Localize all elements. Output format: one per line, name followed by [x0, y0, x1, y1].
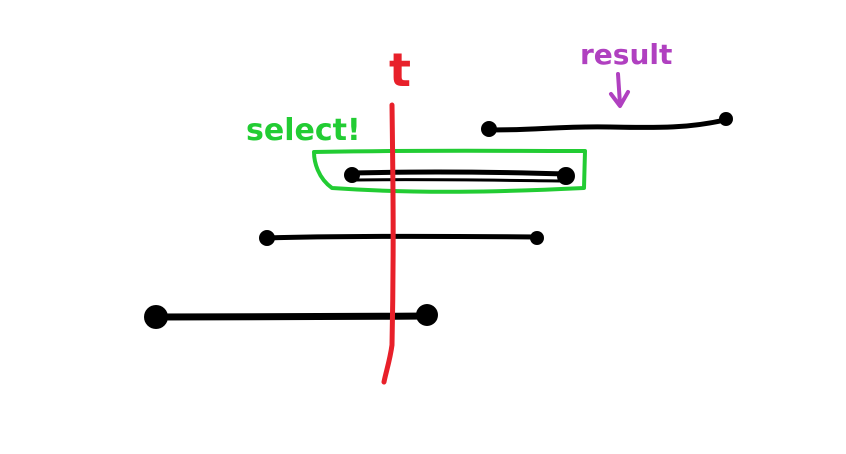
interval-start-dot — [481, 121, 497, 137]
result-label: result — [580, 38, 672, 71]
interval-line — [487, 117, 728, 133]
interval-line — [349, 169, 569, 177]
arrow-down-icon — [609, 72, 630, 108]
interval-result — [481, 112, 733, 137]
select-box — [312, 148, 587, 194]
interval-line — [264, 233, 541, 241]
select-label: select! — [246, 113, 361, 148]
interval-selected — [344, 167, 575, 185]
interval-line — [353, 178, 568, 183]
interval-end-dot — [416, 304, 438, 326]
interval-start-dot — [344, 167, 360, 183]
interval-end-dot — [719, 112, 733, 126]
interval-start-dot — [144, 305, 168, 329]
interval-start-dot — [259, 230, 275, 246]
interval — [259, 230, 544, 246]
interval-end-dot — [557, 167, 575, 185]
interval-line — [152, 312, 431, 321]
interval-end-dot — [530, 231, 544, 245]
interval — [144, 304, 438, 329]
time-line — [381, 102, 396, 385]
time-label: t — [389, 43, 411, 97]
